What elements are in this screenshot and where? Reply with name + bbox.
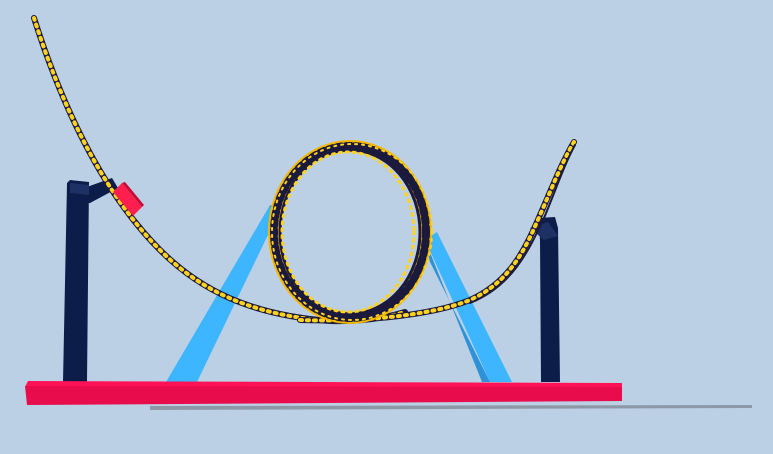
support-post-right bbox=[530, 217, 560, 382]
support-post-left bbox=[63, 178, 118, 382]
base-platform bbox=[25, 381, 622, 405]
coaster-cart bbox=[113, 182, 144, 216]
ground-shadow bbox=[150, 405, 752, 410]
strut-right bbox=[425, 232, 512, 382]
vertical-loop bbox=[268, 140, 433, 324]
roller-coaster-track bbox=[31, 15, 577, 325]
